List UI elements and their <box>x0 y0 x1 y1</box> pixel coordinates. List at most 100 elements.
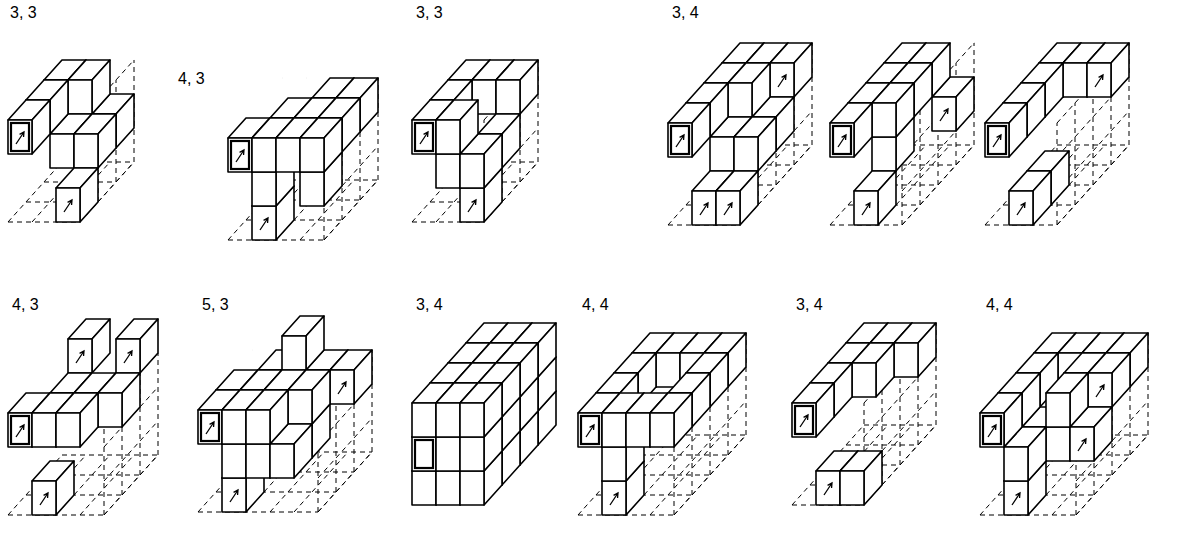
dashed-grid-line <box>56 162 110 222</box>
dashed-grid-line <box>80 455 134 515</box>
cube-face <box>734 137 758 171</box>
marked-cube-frame <box>795 406 813 434</box>
cube-face <box>412 437 436 471</box>
dashed-grid-line <box>104 455 158 515</box>
cube-face <box>1004 447 1028 481</box>
cube-face <box>98 114 116 168</box>
cube-face <box>496 80 520 114</box>
cube-face <box>122 373 140 427</box>
cube-face <box>1070 427 1094 461</box>
dashed-grid-line <box>32 455 86 515</box>
cube <box>68 60 110 114</box>
cube-face <box>50 134 74 168</box>
cube-face <box>1009 103 1027 157</box>
cube-face <box>650 413 674 447</box>
direction-arrow <box>700 203 708 215</box>
cube-face <box>752 63 770 117</box>
cube <box>650 393 692 447</box>
cube-face <box>276 138 300 172</box>
marked-cube-frame <box>983 416 1001 444</box>
dashed-grid-line <box>104 421 158 481</box>
cube-face <box>222 444 246 478</box>
cube-face <box>80 393 98 447</box>
cube-face <box>854 103 872 157</box>
cube-face <box>32 413 56 447</box>
direction-arrow <box>64 200 72 212</box>
cube-face <box>252 172 276 206</box>
cube-face <box>282 336 306 370</box>
direction-arrow <box>800 415 808 427</box>
cube-face <box>436 471 460 505</box>
cube-face <box>228 138 252 172</box>
cube-face <box>932 97 956 131</box>
cube-face <box>1111 43 1129 97</box>
direction-arrow <box>610 493 618 505</box>
cube-face <box>288 390 312 424</box>
cube-face <box>872 137 896 171</box>
cube-face <box>460 437 484 471</box>
dashed-grid-line <box>840 425 912 505</box>
cube-face <box>116 339 140 373</box>
cube-face <box>656 353 680 387</box>
marked-cube-frame <box>11 123 29 151</box>
direction-arrow <box>16 425 24 437</box>
direction-arrow <box>40 493 48 505</box>
cube-face <box>1045 63 1063 117</box>
size-label: 4, 3 <box>10 296 41 314</box>
cube-face <box>932 43 950 97</box>
cube-face <box>502 114 520 168</box>
cube <box>300 118 342 172</box>
cube <box>436 100 478 154</box>
dashed-grid-line <box>104 455 158 515</box>
cube-face <box>876 343 894 397</box>
cube-face <box>538 323 556 377</box>
direction-arrow <box>862 203 870 215</box>
cube-face <box>872 103 896 137</box>
cube-face <box>852 363 876 397</box>
cube <box>56 393 98 447</box>
cube-face <box>1087 63 1111 97</box>
cube-face <box>32 100 50 154</box>
cube-face <box>270 444 294 478</box>
cube-face <box>985 123 1009 157</box>
cube <box>728 63 770 117</box>
cube <box>288 370 330 424</box>
cube-face <box>674 393 692 447</box>
cube-face <box>710 353 728 407</box>
cube-face <box>1027 83 1045 137</box>
direction-arrow <box>260 218 268 230</box>
cube <box>496 60 538 114</box>
cube-face <box>1070 373 1088 427</box>
cube-face <box>626 413 650 447</box>
cube-face <box>692 103 710 157</box>
cube-face <box>602 481 626 515</box>
direction-arrow <box>230 490 238 502</box>
cube-figure <box>578 333 746 515</box>
cube <box>985 103 1027 157</box>
direction-arrow <box>236 150 244 162</box>
cube <box>872 83 914 137</box>
cube-face <box>834 363 852 417</box>
cube-face <box>776 97 794 151</box>
direction-arrow <box>1096 385 1104 397</box>
cube <box>792 383 834 437</box>
cube-face <box>1051 151 1069 205</box>
cube-face <box>32 481 56 515</box>
cube <box>830 103 872 157</box>
direction-arrow <box>338 382 346 394</box>
cube-face <box>360 78 378 132</box>
size-label: 4, 4 <box>580 296 611 314</box>
cube-face <box>602 447 626 481</box>
cube-face <box>1022 373 1040 427</box>
marked-cube-frame <box>11 416 29 444</box>
cube <box>1046 373 1088 427</box>
cube <box>716 171 758 225</box>
cube-face <box>342 98 360 152</box>
cube <box>56 168 98 222</box>
cube-face <box>222 410 246 444</box>
cube-figure <box>985 43 1129 225</box>
cube-face <box>1046 427 1070 461</box>
dashed-grid-line <box>1093 83 1094 185</box>
cube-figure <box>228 78 378 240</box>
cube-face <box>324 118 342 172</box>
